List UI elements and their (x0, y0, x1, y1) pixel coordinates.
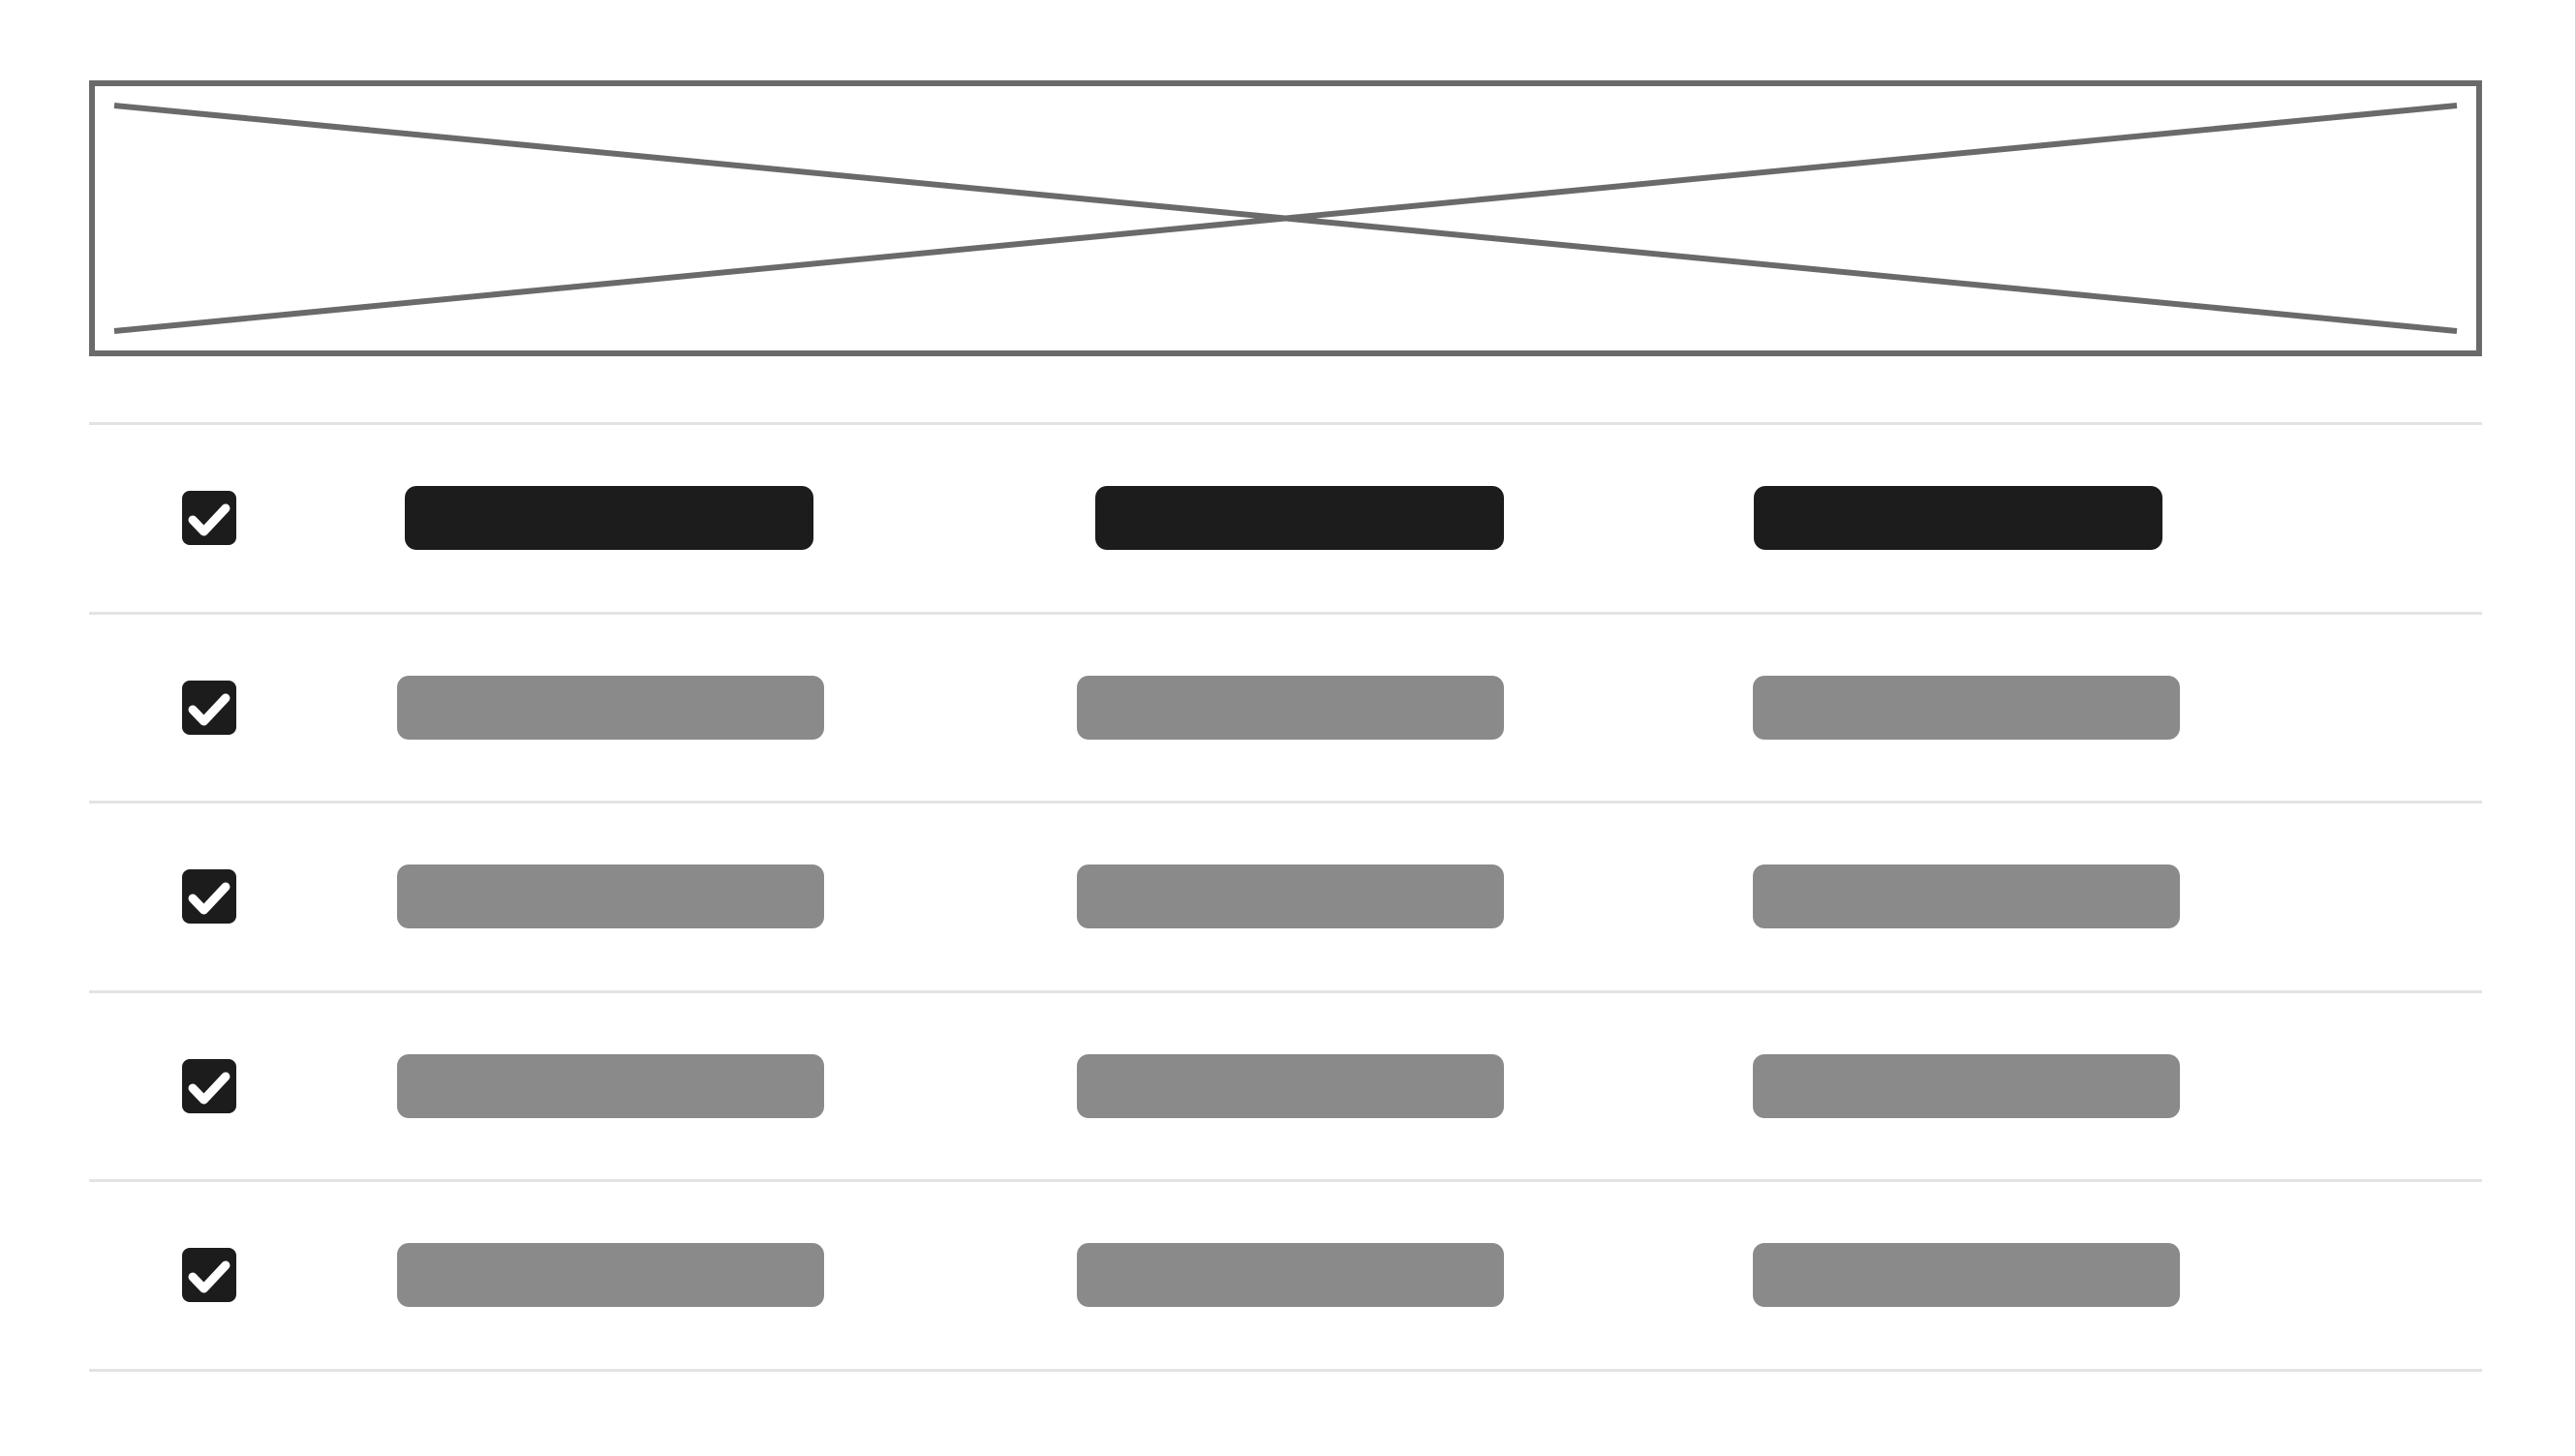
row-checkbox[interactable] (182, 1248, 236, 1303)
check-icon (188, 503, 230, 536)
row-checkbox[interactable] (182, 491, 236, 546)
check-icon (188, 693, 230, 726)
table-row (89, 615, 2482, 804)
placeholder-bar-col3 (1753, 864, 2180, 929)
placeholder-bar-col2 (1095, 486, 1504, 551)
placeholder-bar-col1 (405, 486, 813, 551)
table-header-row (89, 425, 2482, 615)
table (89, 422, 2482, 1372)
check-icon (188, 1260, 230, 1293)
placeholder-bar-col2 (1077, 1053, 1504, 1118)
placeholder-bar-col1 (397, 864, 824, 929)
row-checkbox[interactable] (182, 680, 236, 735)
check-icon (188, 882, 230, 915)
image-x-icon (113, 103, 2458, 334)
placeholder-bar-col3 (1754, 486, 2162, 551)
placeholder-bar-col3 (1753, 675, 2180, 740)
table-row (89, 993, 2482, 1182)
placeholder-bar-col1 (397, 1053, 824, 1118)
table-row (89, 1182, 2482, 1372)
check-icon (188, 1072, 230, 1105)
placeholder-bar-col1 (397, 675, 824, 740)
placeholder-bar-col3 (1753, 1053, 2180, 1118)
image-placeholder (89, 80, 2482, 356)
placeholder-bar-col2 (1077, 864, 1504, 929)
row-checkbox[interactable] (182, 1058, 236, 1113)
placeholder-bar-col3 (1753, 1243, 2180, 1308)
placeholder-bar-col2 (1077, 675, 1504, 740)
table-row (89, 804, 2482, 993)
placeholder-bar-col1 (397, 1243, 824, 1308)
row-checkbox[interactable] (182, 869, 236, 925)
placeholder-bar-col2 (1077, 1243, 1504, 1308)
